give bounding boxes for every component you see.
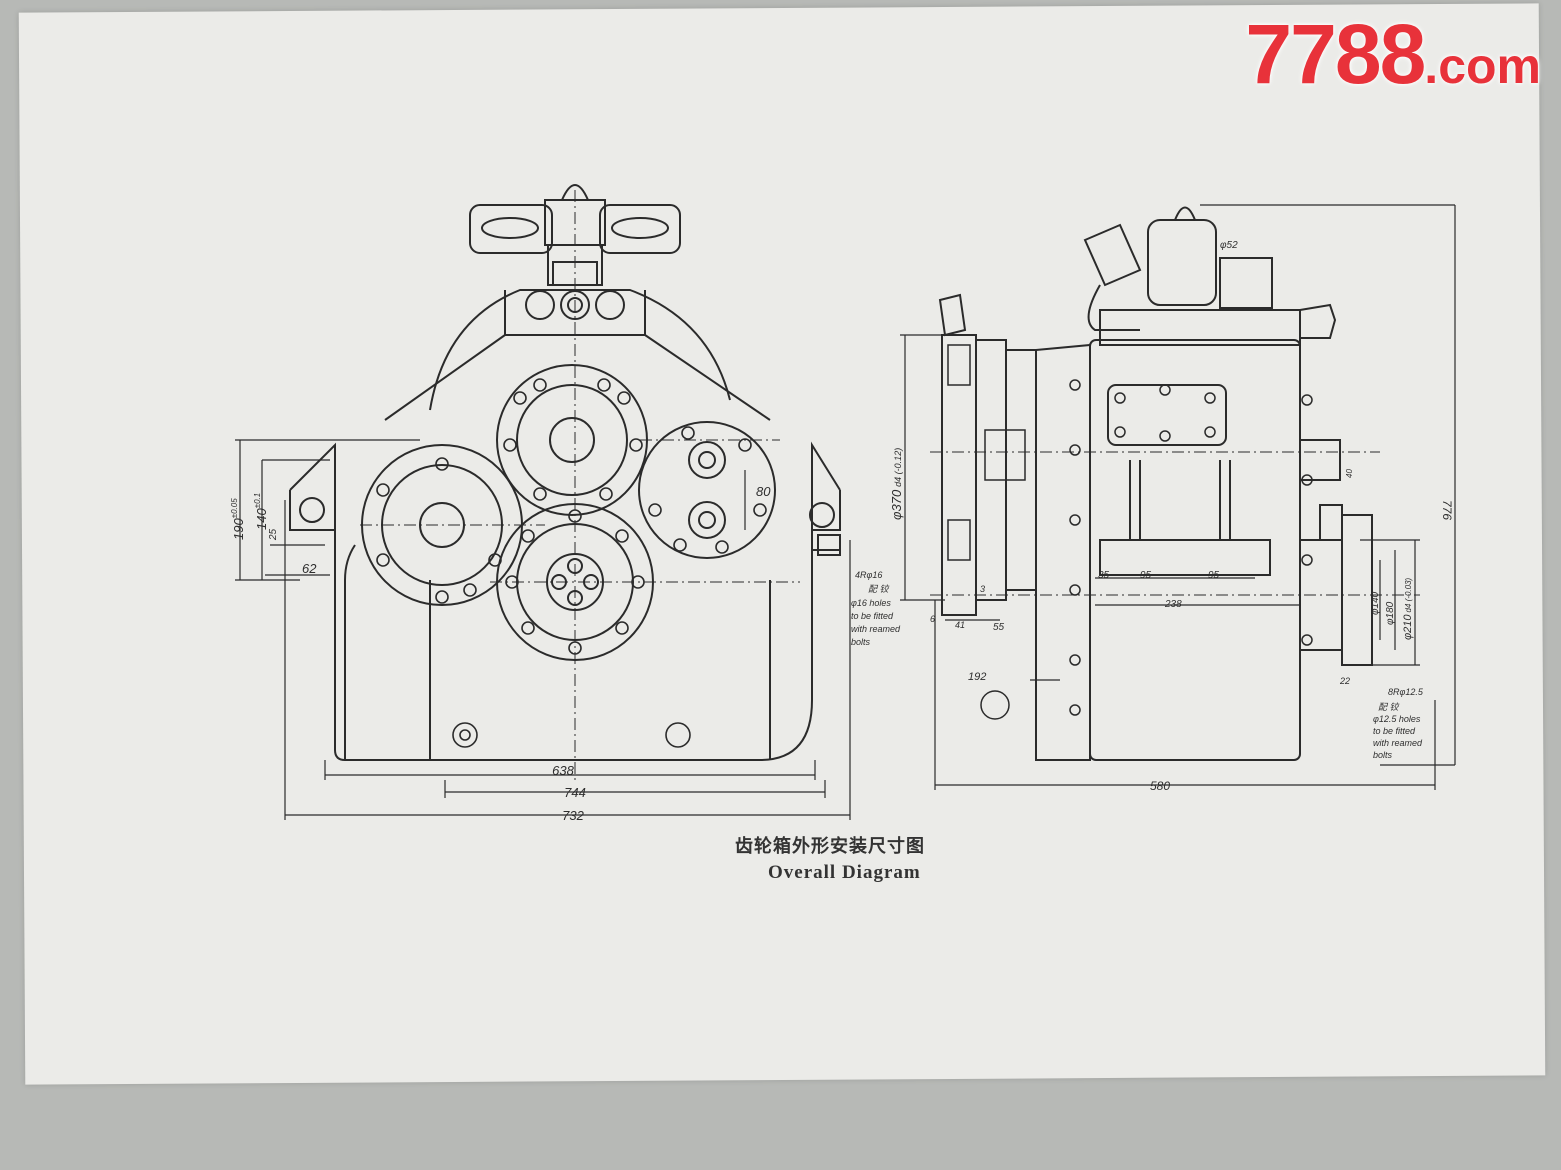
front-view [235,184,851,820]
svg-text:bolts: bolts [1373,750,1393,760]
dim-62: 62 [302,561,317,576]
svg-text:to be fitted: to be fitted [851,611,894,621]
side-input-flange [941,334,977,616]
front-casing-top-arc [429,289,731,411]
caption-chinese: 齿轮箱外形安装尺寸图 [735,836,925,857]
dim-25: 25 [268,528,279,541]
front-mount-hole-right [809,502,835,528]
dim-210: φ210d4 (-0.03) [1402,577,1414,640]
front-indicator-left [469,204,553,254]
dim-22: 22 [1339,676,1350,686]
svg-text:with reamed: with reamed [1373,738,1423,748]
dim-80: 80 [756,484,771,499]
dim-192: 192 [968,671,986,683]
watermark-logo: 7788.com [1245,6,1541,103]
dim-3: 3 [980,584,985,594]
dim-6: 6 [930,614,935,624]
dim-744: 744 [564,785,586,800]
front-hole-note: 4Rφ16 配 铰 φ16 holes to be fitted with re… [851,570,901,647]
dim-35: 35 [1098,570,1110,581]
svg-text:with reamed: with reamed [851,624,901,634]
dim-95a: 95 [1140,570,1152,581]
dim-95b: 95 [1208,570,1220,581]
svg-text:to be fitted: to be fitted [1373,726,1416,736]
dim-238: 238 [1164,599,1182,610]
side-filter-cap [1219,257,1273,309]
dim-638: 638 [552,763,574,778]
dim-140-side: φ140 [1370,591,1381,615]
side-hole-note: 8Rφ12.5 配 铰 φ12.5 holes to be fitted wit… [1373,687,1424,760]
dim-41: 41 [955,620,965,630]
caption-english: Overall Diagram [768,862,921,883]
watermark-suffix: .com [1424,38,1541,94]
dim-732: 732 [562,808,584,823]
front-mount-hole-left [299,497,325,523]
front-upper-gear-cover [496,364,648,516]
svg-text:配 铰: 配 铰 [1378,702,1401,712]
svg-text:配 铰: 配 铰 [868,584,891,594]
side-view [900,204,1456,790]
side-oil-tank [1147,219,1217,306]
dim-370: φ370d4 (-0.12) [889,448,904,520]
dim-55: 55 [993,622,1005,633]
dim-140: 140±0.1 [253,493,269,530]
dim-52: φ52 [1220,240,1238,251]
svg-text:φ12.5 holes: φ12.5 holes [1373,714,1421,724]
front-indicator-right [599,204,681,254]
side-output-flange [1341,514,1373,666]
svg-text:φ16 holes: φ16 holes [851,598,891,608]
dim-40: 40 [1345,469,1354,478]
front-right-gear-cover [638,421,776,559]
svg-text:4Rφ16: 4Rφ16 [855,570,882,580]
dim-180: φ180 [1385,601,1396,625]
watermark-brand: 7788 [1245,7,1426,101]
front-gauge-left [481,217,539,239]
svg-text:8Rφ12.5: 8Rφ12.5 [1388,687,1424,697]
dim-580: 580 [1150,779,1170,793]
svg-text:bolts: bolts [851,637,871,647]
dim-776: 776 [1440,500,1454,520]
front-gauge-right [611,217,669,239]
dim-190: 190±0.05 [230,498,246,540]
front-breather-cap [561,184,589,201]
